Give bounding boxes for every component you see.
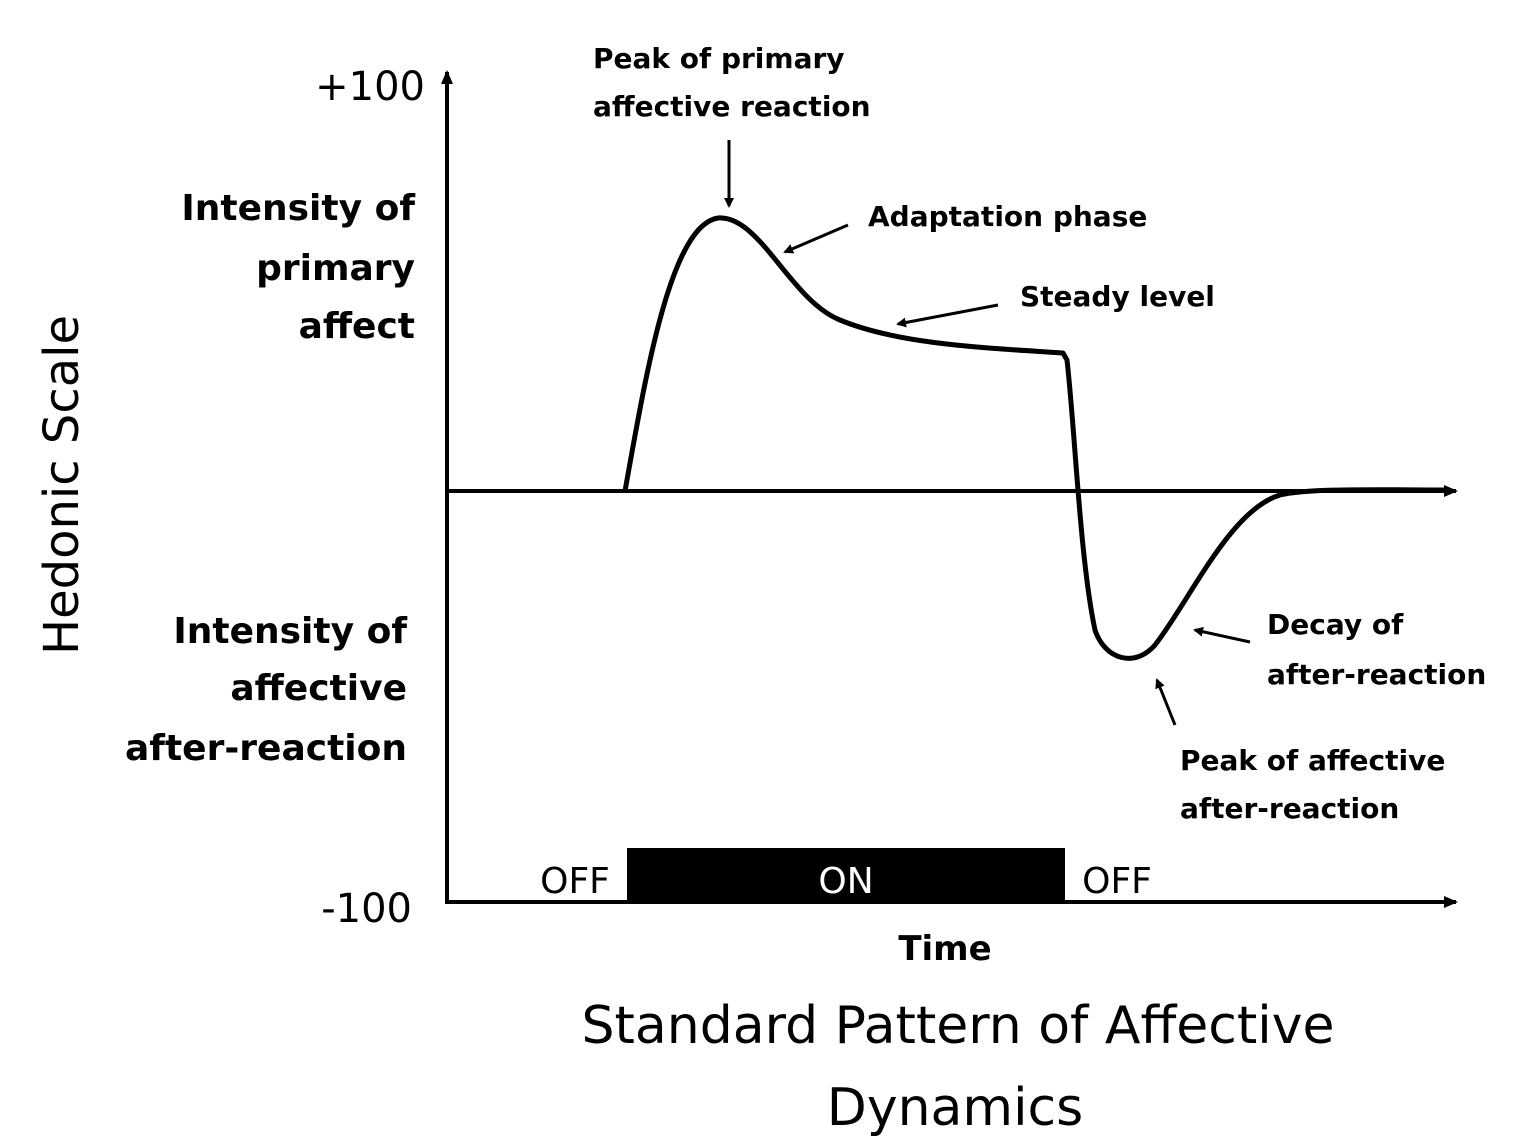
label-primary-1: Intensity of	[181, 188, 415, 229]
annotation-decay-1: Decay of	[1267, 608, 1404, 641]
annotation-peak-after-2: after-reaction	[1180, 792, 1399, 825]
x-axis-title: Time	[898, 929, 991, 969]
label-primary-2: primary	[256, 248, 415, 289]
arrow-adaptation	[783, 223, 849, 254]
annotation-adaptation: Adaptation phase	[868, 200, 1147, 233]
affect-curve	[622, 215, 1451, 661]
annotation-peak-primary-2: affective reaction	[593, 90, 871, 123]
label-after-2: affective	[230, 668, 407, 709]
arrow-steady	[896, 303, 999, 328]
label-after-1: Intensity of	[173, 611, 407, 652]
label-primary-3: affect	[299, 306, 415, 347]
diagram-title-line-2: Dynamics	[827, 1078, 1083, 1138]
diagram-title-line-1: Standard Pattern of Affective	[582, 996, 1335, 1056]
stimulus-on: ON	[818, 861, 873, 902]
label-after-3: after-reaction	[125, 728, 407, 769]
y-axis-title: Hedonic Scale	[34, 315, 90, 655]
stimulus-on-bar	[627, 848, 1065, 902]
arrow-peak-after	[1155, 678, 1177, 726]
y-min-label: -100	[321, 886, 412, 932]
y-max-label: +100	[315, 64, 425, 110]
stimulus-off-before: OFF	[540, 861, 610, 902]
arrow-decay	[1193, 626, 1251, 644]
annotation-peak-after-1: Peak of affective	[1180, 744, 1445, 777]
annotation-decay-2: after-reaction	[1267, 658, 1486, 691]
annotation-peak-primary-1: Peak of primary	[593, 42, 845, 75]
stimulus-off-after: OFF	[1082, 861, 1152, 902]
annotation-steady: Steady level	[1020, 280, 1215, 313]
